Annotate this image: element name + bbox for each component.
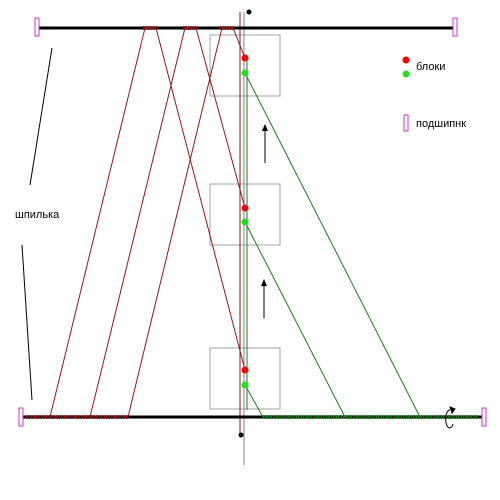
- up-arrow-icon: [261, 279, 267, 318]
- green-block-middle: [241, 218, 249, 226]
- block-frame-top: [209, 34, 281, 97]
- red-rope-2: [89, 27, 246, 418]
- bearing-bottom-right: [481, 407, 487, 427]
- rotation-arrow-icon: [445, 406, 456, 429]
- rod-label: шпилька: [15, 209, 60, 221]
- red-block-top: [241, 54, 249, 62]
- legend-green-dot: [402, 70, 410, 78]
- guide-bottom-dot: [238, 432, 244, 438]
- green-block-bottom: [241, 381, 249, 389]
- red-rope-3: [127, 27, 246, 418]
- bearing-top-left: [34, 17, 40, 37]
- red-rope-1: [49, 27, 246, 418]
- bearing-top-right: [452, 17, 458, 37]
- red-block-bottom: [241, 366, 249, 374]
- legend-red-dot: [402, 56, 410, 64]
- legend-bearing-icon: [403, 114, 409, 132]
- legend-bearing-label: подшипнк: [416, 118, 466, 130]
- up-arrow-icon: [262, 124, 268, 163]
- block-frame-bottom: [209, 347, 281, 410]
- legend-blocks-label: блоки: [416, 61, 445, 73]
- rod-pointer-upper: [29, 47, 53, 186]
- green-block-top: [241, 69, 249, 77]
- green-rope-2: [244, 221, 346, 418]
- rod-pointer-lower: [21, 244, 33, 401]
- guide-top-dot: [246, 9, 252, 15]
- block-frame-middle: [209, 183, 281, 246]
- bearing-bottom-left: [18, 407, 24, 427]
- green-rope-group: [244, 72, 421, 418]
- red-block-middle: [241, 204, 249, 212]
- red-rope-group: [49, 27, 246, 418]
- green-rope-1: [244, 72, 421, 418]
- green-rope-3: [244, 384, 264, 418]
